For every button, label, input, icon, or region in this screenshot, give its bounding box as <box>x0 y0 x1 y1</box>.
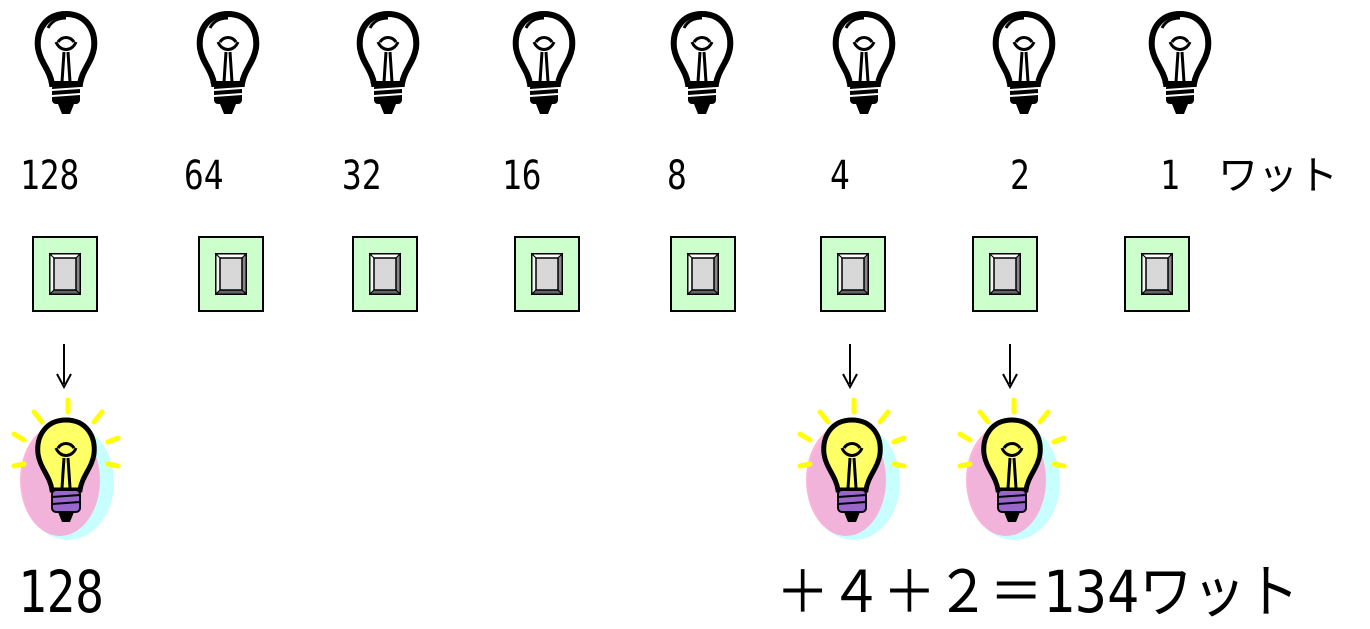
switch-button-32[interactable] <box>352 236 418 312</box>
bulb-lit-icon-128 <box>6 394 126 542</box>
bulb-off-icon-32 <box>354 8 422 120</box>
bulb-off-icon-8 <box>668 8 736 120</box>
watt-label-32: 32 <box>342 153 382 199</box>
result-equation: ＋４＋２＝134ワット <box>776 558 1300 626</box>
bulb-lit-icon-2 <box>952 394 1072 542</box>
switch-button-128[interactable] <box>32 236 98 312</box>
switch-button-4[interactable] <box>820 236 886 312</box>
watt-label-1: 1 <box>1160 153 1180 199</box>
switch-button-1[interactable] <box>1124 236 1190 312</box>
bulb-off-icon-4 <box>830 8 898 120</box>
watt-label-4: 4 <box>830 153 850 199</box>
unit-label: ワット <box>1218 153 1338 199</box>
down-arrow-icon-128 <box>52 342 76 390</box>
bulb-off-icon-1 <box>1146 8 1214 120</box>
down-arrow-icon-2 <box>998 342 1022 390</box>
bulb-lit-icon-4 <box>792 394 912 542</box>
bulb-off-icon-128 <box>32 8 100 120</box>
watt-label-2: 2 <box>1010 153 1030 199</box>
switch-button-8[interactable] <box>670 236 736 312</box>
bulb-off-icon-16 <box>510 8 578 120</box>
result-left: 128 <box>18 558 104 626</box>
watt-label-64: 64 <box>184 153 224 199</box>
bulb-off-icon-2 <box>990 8 1058 120</box>
watt-label-16: 16 <box>502 153 542 199</box>
bulb-off-icon-64 <box>194 8 262 120</box>
down-arrow-icon-4 <box>838 342 862 390</box>
watt-label-8: 8 <box>667 153 687 199</box>
switch-button-16[interactable] <box>514 236 580 312</box>
switch-button-64[interactable] <box>198 236 264 312</box>
switch-button-2[interactable] <box>972 236 1038 312</box>
watt-label-128: 128 <box>20 153 80 199</box>
